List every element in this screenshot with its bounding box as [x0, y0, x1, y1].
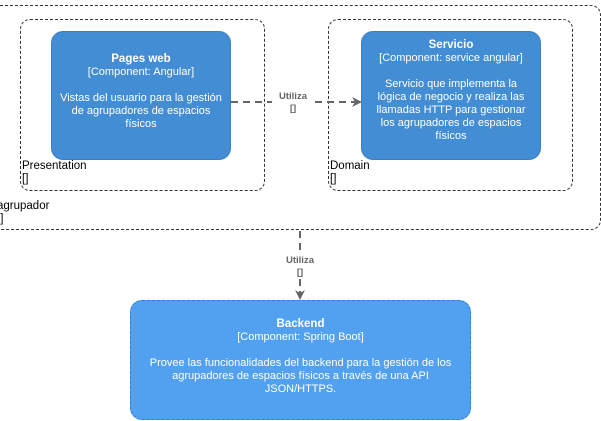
presentation-boundary-type: [] — [22, 173, 29, 185]
domain-boundary — [328, 19, 573, 191]
agrupador-boundary-name: agrupador — [0, 200, 50, 212]
domain-boundary-type: [] — [330, 173, 337, 185]
presentation-boundary-label: Presentation [] — [22, 160, 87, 186]
component-title: Pages web — [111, 53, 171, 65]
component-description: Provee las funcionalidades del backend p… — [149, 357, 452, 395]
pages-to-servicio-label: Utiliza [] — [272, 91, 314, 115]
component-tech: [Component: Spring Boot] — [237, 331, 364, 343]
component-title: Servicio — [428, 39, 474, 51]
agrupador-boundary-type: [] — [0, 213, 4, 225]
agrupador-boundary-label: agrupador [] — [0, 200, 49, 226]
domain-boundary-label: Domain [] — [330, 160, 370, 186]
pages-web-component[interactable]: Pages web [Component: Angular] Vistas de… — [51, 31, 231, 160]
domain-boundary-name: Domain — [330, 160, 370, 172]
component-tech: [Component: Angular] — [87, 66, 195, 78]
relation-label-tech: [] — [289, 103, 297, 114]
relation-label-text: Utiliza — [286, 255, 314, 266]
component-title: Backend — [276, 318, 325, 330]
presentation-boundary — [20, 19, 265, 191]
presentation-boundary-name: Presentation — [22, 160, 87, 172]
backend-component[interactable]: Backend [Component: Spring Boot] Provee … — [130, 300, 471, 420]
component-description: Vistas del usuario para la gestión de ag… — [60, 92, 222, 130]
component-description: Servicio que implementa la lógica de neg… — [376, 78, 526, 142]
component-tech: [Component: service angular] — [379, 52, 523, 64]
relation-label-text: Utiliza — [279, 91, 307, 102]
agrupador-to-backend-label: Utiliza [] — [279, 255, 321, 279]
servicio-component[interactable]: Servicio [Component: service angular] Se… — [361, 31, 541, 160]
relation-label-tech: [] — [296, 267, 304, 278]
